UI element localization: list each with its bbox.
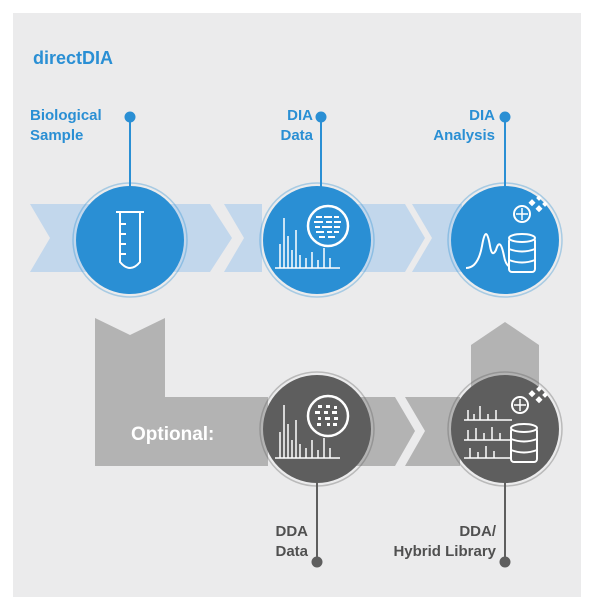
dda-hybrid-library-label: DDA/ Hybrid Library: [393, 523, 496, 560]
dia-analysis-node: [447, 182, 563, 298]
dia-data-label: DIA Data: [280, 107, 313, 144]
database-icon: [508, 233, 536, 273]
dda-hybrid-library-node: [447, 371, 563, 487]
library-spectra-icon: [464, 406, 512, 459]
diagram-panel: [13, 13, 581, 597]
gray-up-arrow: [471, 322, 539, 395]
gel-spot-icon: [306, 394, 350, 438]
dda-data-node: [259, 371, 375, 487]
dia-data-node: [259, 182, 375, 298]
dia-analysis-label: DIA Analysis: [433, 107, 495, 144]
band-chevron-5: [412, 204, 462, 272]
test-tube-icon: [116, 211, 144, 269]
optional-label: Optional:: [131, 424, 215, 445]
dda-data-label: DDA Data: [275, 523, 308, 560]
molecule-icon: [511, 386, 548, 414]
gray-elbow-arrow: [95, 318, 268, 466]
diagram-title: directDIA: [33, 48, 114, 68]
database-icon: [510, 423, 538, 463]
top-connectors: [124, 111, 511, 188]
molecule-icon: [513, 195, 548, 223]
spectrum-icon: [275, 405, 340, 459]
spectrum-icon: [275, 218, 340, 269]
peaks-icon: [465, 233, 515, 269]
bottom-connectors: [311, 480, 511, 568]
band-chevron-3: [224, 204, 262, 272]
gray-right-chevron: [405, 397, 460, 466]
gel-spot-icon: [306, 204, 350, 248]
biological-sample-label: Biological Sample: [30, 107, 102, 144]
biological-sample-node: [72, 182, 188, 298]
